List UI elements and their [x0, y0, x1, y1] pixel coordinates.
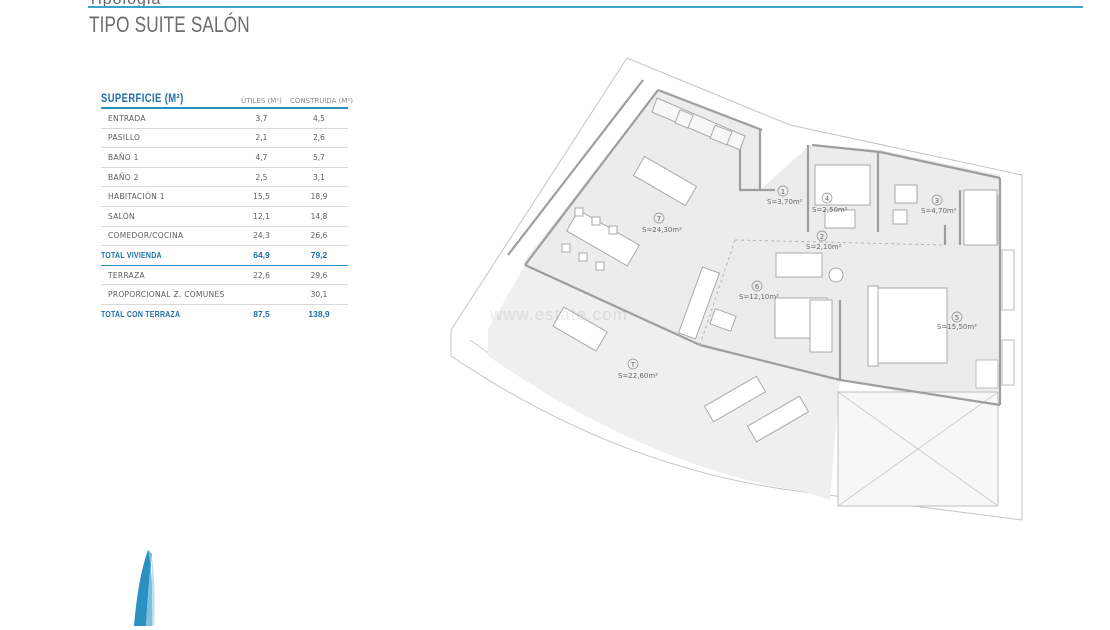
room-4-number: 4 [825, 195, 830, 203]
terrace-area: S=22,60m² [618, 372, 658, 380]
table-row: COMEDOR/COCINA 24,3 26,6 [101, 227, 348, 247]
total-terrace-useful: 87,5 [253, 309, 270, 320]
balcony-diagonal [837, 391, 999, 507]
table-row: HABITACIÓN 1 15,5 18,9 [101, 187, 348, 207]
dining-table [561, 207, 640, 271]
row-label: BAÑO 2 [108, 172, 139, 182]
table-title: SUPERFICIE (M²) [101, 93, 184, 105]
row-label: PROPORCIONAL Z. COMUNES [108, 290, 225, 300]
table-row: SALÓN 12,1 14,8 [101, 207, 348, 227]
useful-value: 2,1 [255, 133, 268, 143]
room-labels: 1 S=3,70m² 2 S=2,10m² 3 S=4,70m² 4 S=2,5… [618, 185, 977, 380]
surface-table: SUPERFICIE (M²) ÚTILES (M²) CONSTRUIDA (… [101, 89, 353, 324]
total-terrace-built: 138,9 [308, 309, 330, 320]
built-value: 4,5 [313, 113, 325, 123]
room-2-area: S=2,10m² [806, 243, 842, 251]
row-label: HABITACIÓN 1 [108, 192, 165, 202]
floor-plan: 1 S=3,70m² 2 S=2,10m² 3 S=4,70m² 4 S=2,5… [440, 40, 1040, 530]
bathroom-fixtures [814, 164, 998, 246]
walls [507, 79, 1002, 407]
table-row: PROPORCIONAL Z. COMUNES 30,1 [101, 285, 348, 305]
useful-value: 24,3 [253, 231, 270, 241]
room-1-number: 1 [781, 188, 785, 196]
room-7-area: S=24,30m² [642, 226, 682, 234]
useful-value: 12,1 [253, 211, 270, 221]
kitchen-counter [651, 97, 746, 151]
built-value: 30,1 [310, 290, 328, 300]
room-2-number: 2 [820, 233, 824, 241]
kitchen-island [632, 155, 698, 207]
terrace-table [552, 306, 608, 352]
dashed-boundary [734, 239, 946, 246]
total-home-row: TOTAL VIVIENDA 64,9 79,2 [101, 246, 348, 266]
room-4-area: S=2,50m² [812, 206, 848, 214]
watermark-text: www.estate.com [490, 305, 628, 324]
living-furniture [677, 252, 844, 353]
useful-value: 15,5 [253, 192, 270, 202]
header-rule [88, 6, 1083, 8]
sun-loungers [703, 375, 810, 443]
row-label: BAÑO 1 [108, 152, 139, 162]
table-row: BAÑO 2 2,5 3,1 [101, 168, 348, 188]
room-5-area: S=15,50m² [937, 323, 977, 331]
useful-value: 22,6 [253, 270, 270, 280]
row-label: SALÓN [108, 211, 135, 221]
built-value: 5,7 [313, 152, 325, 162]
room-7-number: 7 [657, 215, 661, 223]
row-label: COMEDOR/COCINA [108, 231, 184, 241]
built-value: 3,1 [313, 172, 325, 182]
column-header-useful: ÚTILES (M²) [241, 97, 282, 105]
building-logo [130, 548, 162, 626]
room-3-number: 3 [935, 197, 939, 205]
table-row: ENTRADA 3,7 4,5 [101, 109, 348, 129]
section-title-fragment: Tipologia [88, 0, 161, 9]
column-header-built: CONSTRUIDA (M²) [290, 97, 353, 105]
total-terrace-label: TOTAL CON TERRAZA [101, 309, 181, 320]
built-value: 14,8 [310, 211, 328, 221]
built-value: 29,6 [310, 270, 328, 280]
row-label: PASILLO [108, 133, 141, 143]
built-value: 18,9 [310, 192, 328, 202]
table-row: PASILLO 2,1 2,6 [101, 129, 348, 149]
useful-value: 3,7 [255, 113, 268, 123]
total-home-built: 79,2 [310, 250, 328, 261]
dashed-boundary [699, 239, 736, 346]
room-1-area: S=3,70m² [767, 198, 803, 206]
room-6-area: S=12,10m² [739, 293, 779, 301]
room-6-number: 6 [755, 283, 760, 291]
row-label: TERRAZA [108, 270, 145, 280]
bed [867, 285, 948, 367]
room-5-number: 5 [955, 314, 959, 322]
table-row: TERRAZA 22,6 29,6 [101, 266, 348, 286]
terrace-number: T [630, 361, 636, 369]
row-label: ENTRADA [108, 113, 146, 123]
page-title: TIPO SUITE SALÓN [89, 12, 250, 37]
total-home-useful: 64,9 [253, 250, 270, 261]
room-3-area: S=4,70m² [921, 207, 957, 215]
total-home-label: TOTAL VIVIENDA [101, 250, 162, 261]
useful-value: 2,5 [255, 172, 268, 182]
built-value: 26,6 [310, 231, 328, 241]
table-row: BAÑO 1 4,7 5,7 [101, 148, 348, 168]
table-header: SUPERFICIE (M²) ÚTILES (M²) CONSTRUIDA (… [101, 89, 353, 109]
built-value: 2,6 [313, 133, 325, 143]
total-terrace-row: TOTAL CON TERRAZA 87,5 138,9 [101, 305, 348, 324]
useful-value: 4,7 [255, 152, 268, 162]
